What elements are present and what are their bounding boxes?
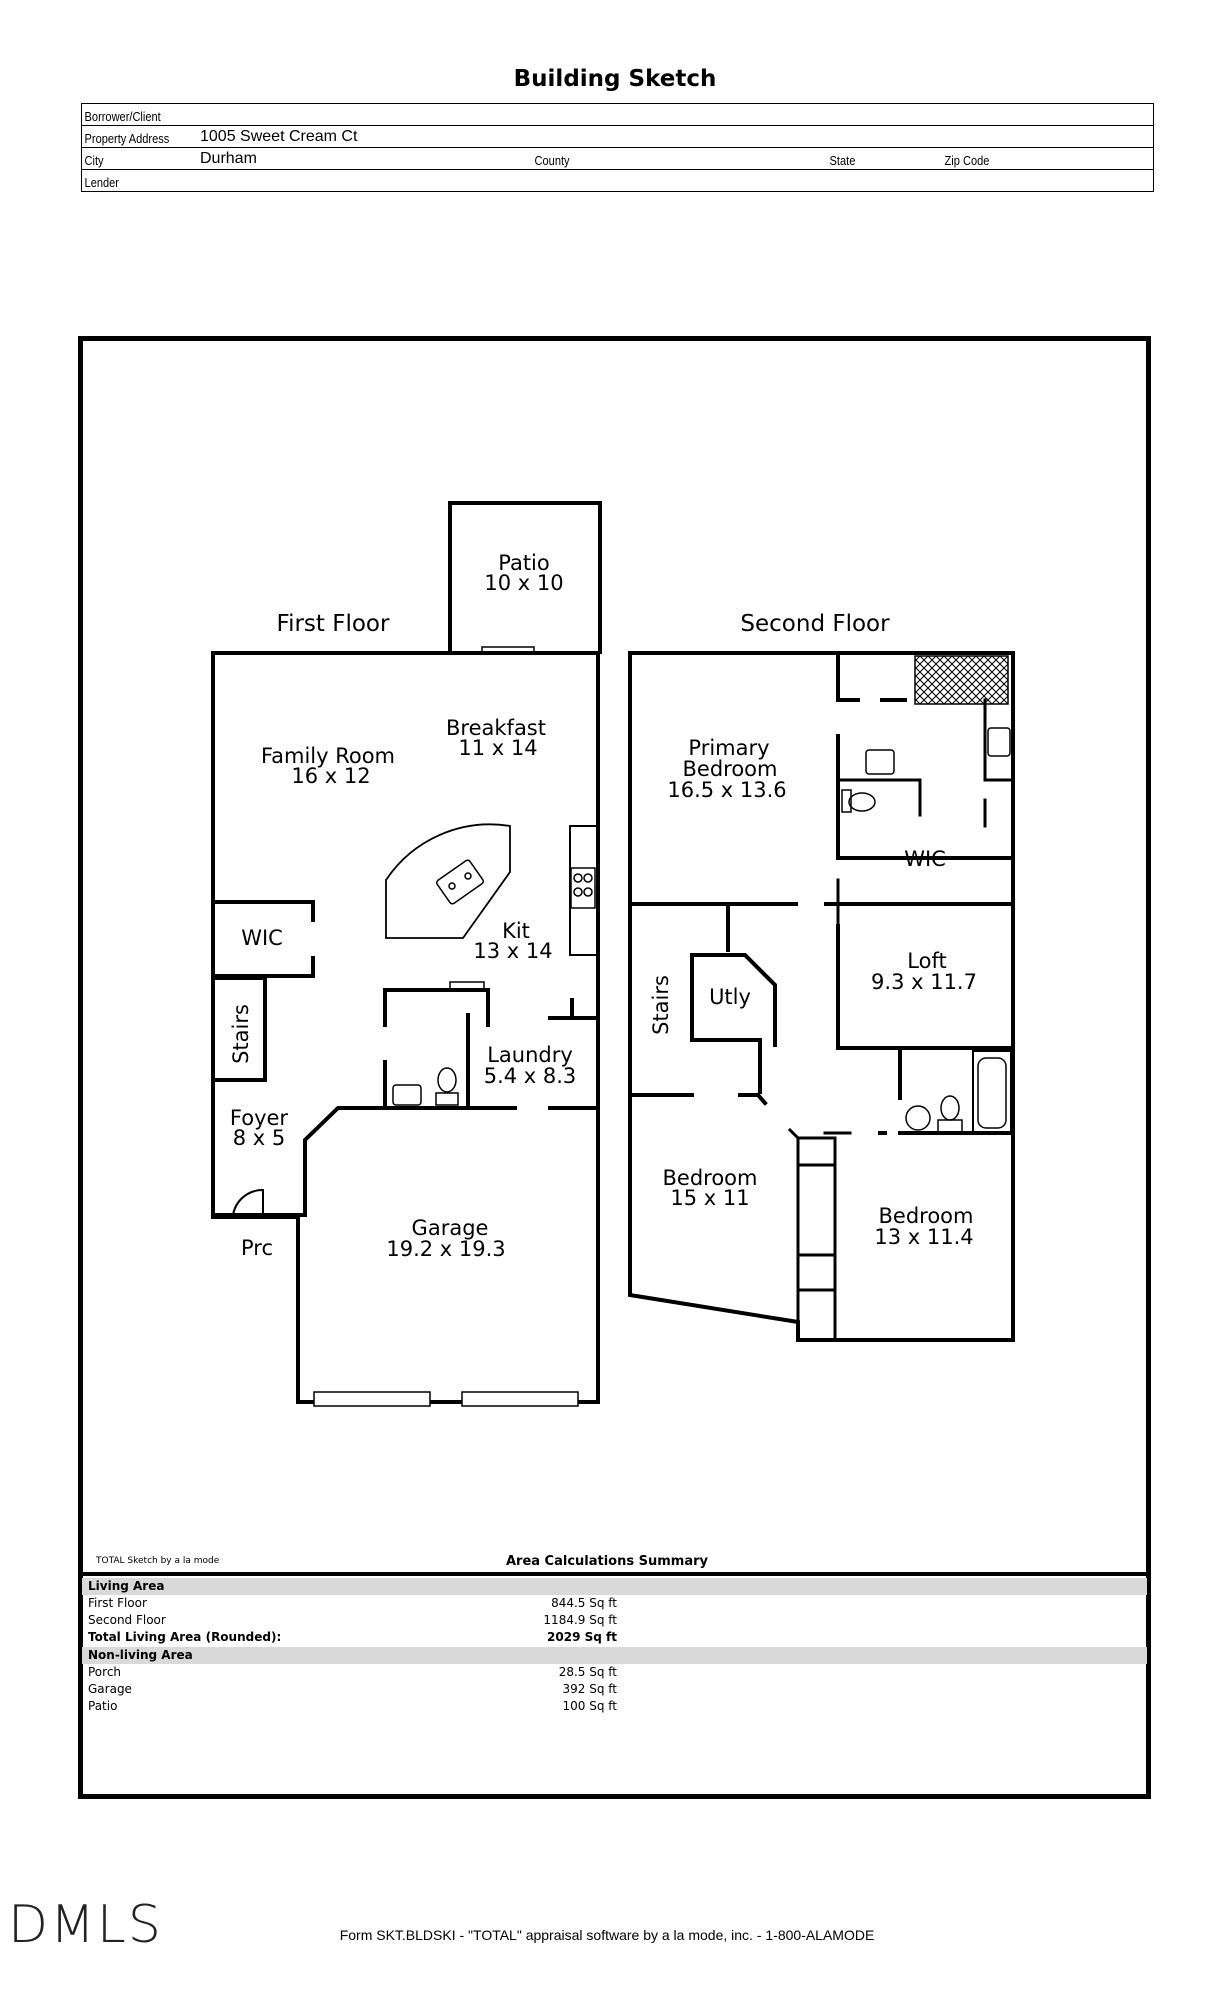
breakfast-label: Breakfast	[446, 716, 546, 740]
bedroom-2-label: Bedroom	[663, 1166, 758, 1190]
shower-icon	[914, 655, 1009, 705]
primary-bath-wall	[836, 651, 907, 702]
address-row: Property Address 1005 Sweet Cream Ct	[81, 125, 1154, 148]
garage-label: Garage	[412, 1216, 489, 1240]
living-area-header: Living Area	[82, 1578, 1147, 1595]
toilet-icon	[437, 1067, 457, 1093]
primary-bedroom-label: Primary	[688, 736, 769, 760]
county-label: County	[534, 153, 570, 168]
sketch-frame	[78, 336, 1151, 1799]
bedroom-2-dimensions: 15 x 11	[670, 1186, 749, 1210]
family-room-dimensions: 16 x 12	[291, 764, 370, 788]
state-label: State	[829, 153, 856, 168]
primary-bedroom-dimensions: 16.5 x 13.6	[667, 778, 786, 802]
porch-label: Prc	[241, 1236, 273, 1260]
city-row: City Durham County State Zip Code	[81, 147, 1154, 170]
garage-dimensions: 19.2 x 19.3	[386, 1237, 505, 1261]
laundry-wall	[383, 988, 490, 1027]
bedroom-3-dimensions: 13 x 11.4	[874, 1225, 973, 1249]
garage-wall	[211, 1106, 600, 1217]
bedroom-divider-wall	[787, 1127, 837, 1342]
primary-toilet-icon	[848, 792, 876, 812]
dmls-logo: DMLS	[8, 1895, 163, 1955]
borrower-label: Borrower/Client	[84, 109, 161, 124]
counter-icon	[449, 981, 485, 991]
primary-bedroom-label-2: Bedroom	[683, 757, 778, 781]
zip-label: Zip Code	[944, 153, 990, 168]
porch-door	[231, 1188, 264, 1217]
lender-row: Lender	[81, 169, 1154, 192]
bathtub-icon	[972, 1050, 1012, 1134]
city-value: Durham	[200, 150, 257, 167]
range-icon	[570, 867, 596, 909]
city-label: City	[84, 153, 104, 168]
property-header-table: Borrower/Client Property Address 1005 Swe…	[81, 103, 1154, 192]
family-room-label: Family Room	[261, 744, 395, 768]
primary-bath-wall-2	[836, 734, 1015, 860]
garage-door-right-icon	[461, 1391, 579, 1407]
loft-dimensions: 9.3 x 11.7	[871, 970, 977, 994]
lender-label: Lender	[84, 175, 119, 190]
summary-title: Area Calculations Summary	[505, 1554, 709, 1569]
laundry-inner-wall	[383, 998, 600, 1110]
utility-wall	[690, 902, 777, 1094]
primary-sink-icon	[865, 749, 895, 775]
second-floor-outline	[628, 651, 1015, 1342]
summary-divider	[81, 1572, 1148, 1576]
patio-dimensions: 10 x 10	[484, 571, 563, 595]
wic-2-label: WIC	[904, 847, 946, 871]
non-living-area-header: Non-living Area	[82, 1647, 1147, 1664]
stairs-2-wall	[628, 1092, 768, 1106]
sketch-credit: TOTAL Sketch by a la mode	[96, 1556, 220, 1566]
first-floor-label: First Floor	[277, 611, 390, 637]
bath-2-toilet-icon	[940, 1095, 960, 1121]
patio-wall	[448, 501, 602, 654]
form-footer: Form SKT.BLDSKI - "TOTAL" appraisal soft…	[339, 1927, 875, 1943]
address-value: 1005 Sweet Cream Ct	[200, 128, 358, 145]
borrower-row: Borrower/Client	[82, 104, 1154, 126]
wic-label: WIC	[241, 926, 283, 950]
second-floor-label: Second Floor	[740, 611, 890, 637]
half-bath-sink-icon	[392, 1084, 422, 1106]
bath-2-sink-icon	[905, 1105, 931, 1131]
breakfast-dimensions: 11 x 14	[458, 736, 537, 760]
sink-icon	[436, 859, 484, 905]
total-living-row: Total Living Area (Rounded):2029 Sq ft	[88, 1630, 617, 1644]
kitchen-island	[385, 823, 511, 939]
garage-door-left-icon	[313, 1391, 431, 1407]
page-title: Building Sketch	[513, 66, 717, 92]
address-label: Property Address	[84, 131, 170, 146]
stairs-wall	[211, 976, 267, 1082]
kitchen-label: Kit	[502, 919, 530, 943]
primary-sink-2-icon	[987, 727, 1011, 757]
kitchen-dimensions: 13 x 14	[473, 939, 552, 963]
kitchen-counter	[569, 825, 599, 956]
laundry-label: Laundry	[487, 1043, 573, 1067]
laundry-dimensions: 5.4 x 8.3	[484, 1064, 577, 1088]
patio-label: Patio	[498, 551, 550, 575]
foyer-label: Foyer	[230, 1106, 289, 1130]
loft-label: Loft	[907, 949, 946, 973]
foyer-dimensions: 8 x 5	[233, 1126, 286, 1150]
loft-wall	[836, 924, 1015, 1050]
stairs-2-label: Stairs	[649, 975, 673, 1035]
utility-label: Utly	[709, 985, 751, 1009]
bedroom-3-label: Bedroom	[879, 1204, 974, 1228]
stairs-label: Stairs	[229, 1004, 253, 1064]
